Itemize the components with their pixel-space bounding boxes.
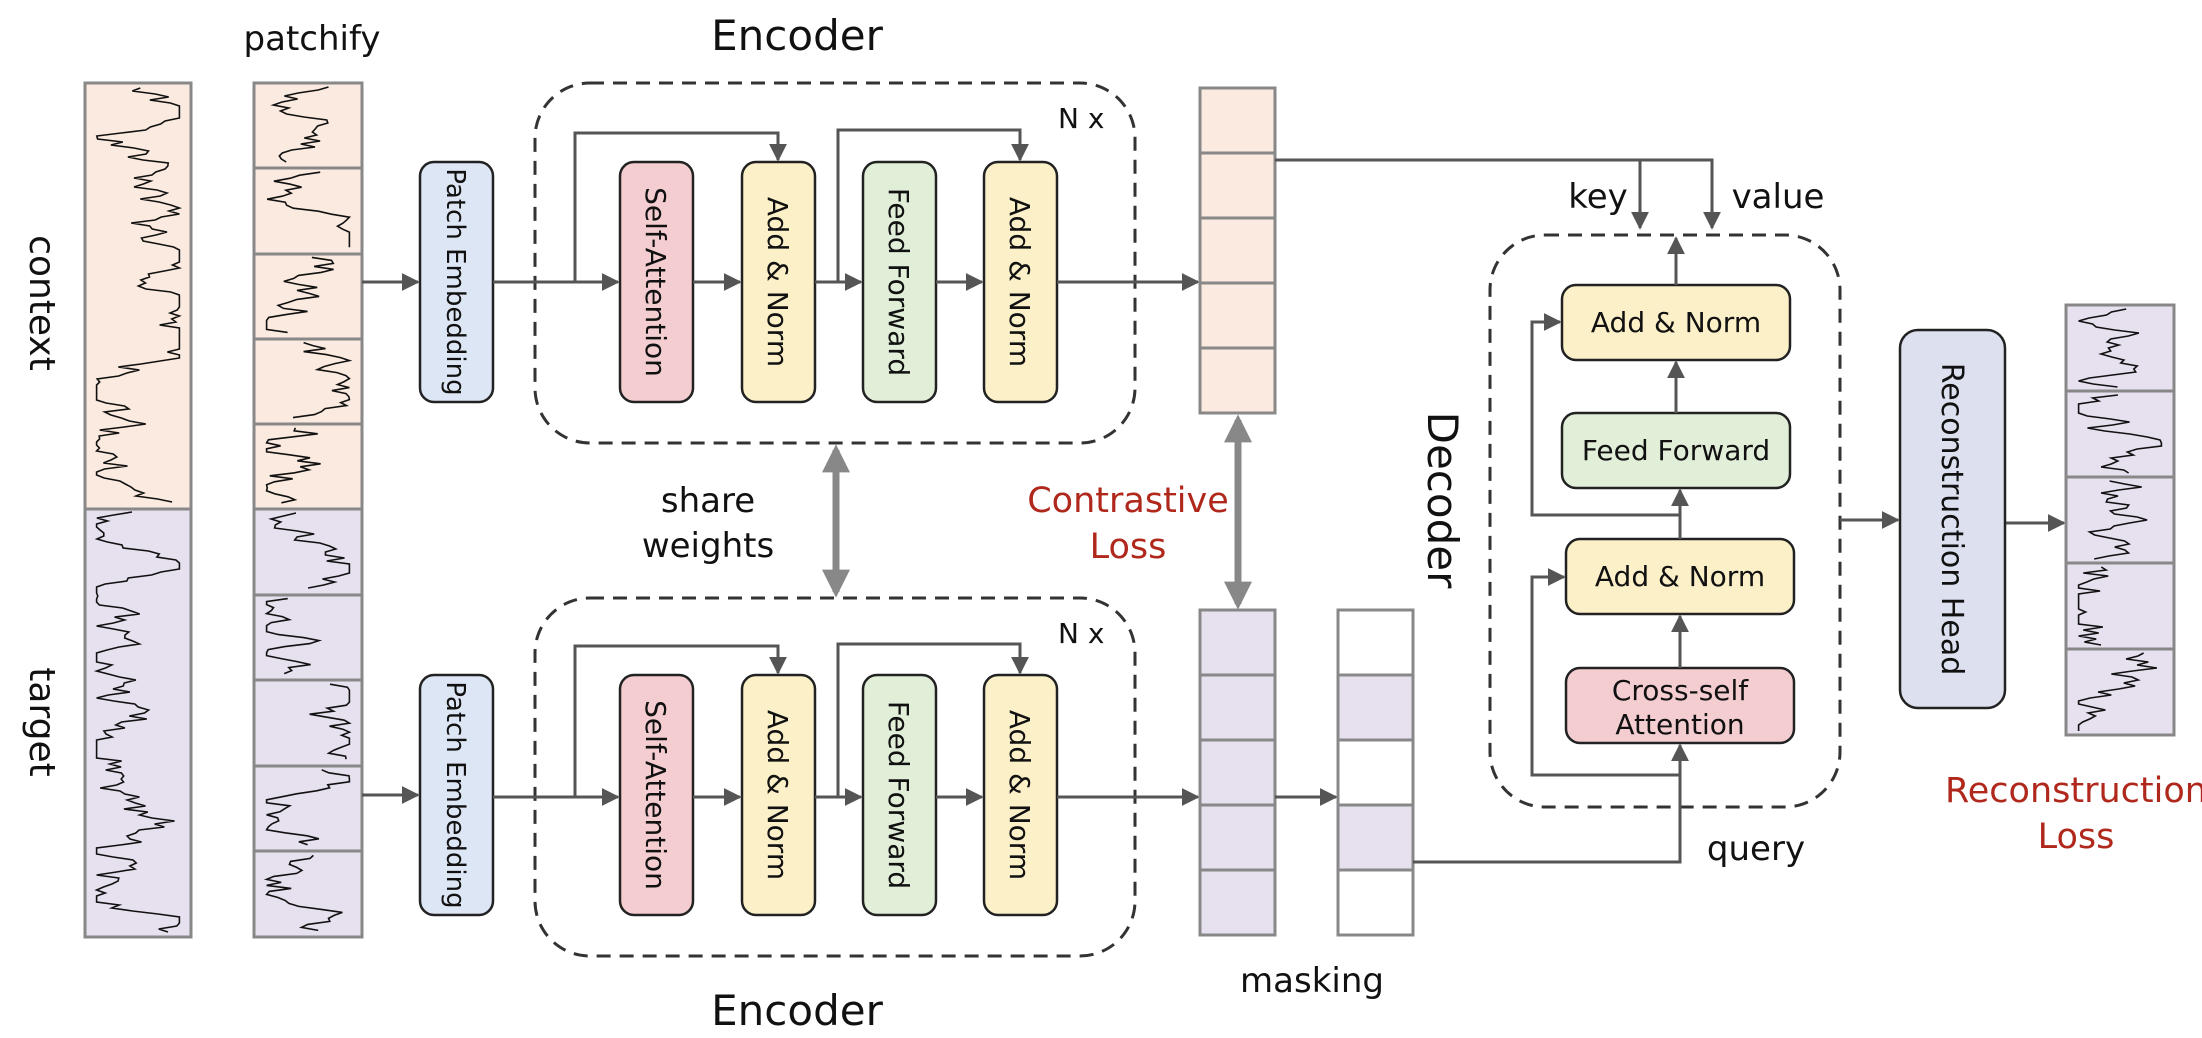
add-norm-top-2-label: Add & Norm — [1003, 197, 1036, 367]
decoder-title: Decoder — [1418, 412, 1467, 589]
patch-wave — [265, 427, 321, 504]
self-attention-bottom-label: Self-Attention — [639, 700, 672, 890]
patch-wave — [309, 683, 352, 760]
encoder-title-top: Encoder — [711, 11, 883, 60]
reconstruction-head — [1898, 328, 2007, 710]
patch-wave — [2077, 652, 2158, 731]
contrastive-loss-label-1: Contrastive — [1027, 481, 1229, 521]
patch-wave — [265, 769, 351, 846]
feed-forward-top-label: Feed Forward — [882, 188, 915, 376]
reconstruction-loss-label-2: Loss — [2038, 817, 2115, 857]
feed-forward-bottom-label: Feed Forward — [882, 701, 915, 889]
nx-label-bottom: N x — [1058, 617, 1104, 650]
masked-embeddings — [1336, 608, 1415, 937]
target-series-line — [93, 511, 181, 933]
target-series-box — [83, 507, 193, 939]
encoder-frame-top — [533, 81, 1137, 445]
patch-wave — [263, 854, 343, 932]
value-label: value — [1732, 177, 1825, 217]
output-patches — [2064, 303, 2176, 737]
target-label: target — [21, 667, 62, 776]
nx-label-top: N x — [1058, 102, 1104, 135]
patch-wave — [266, 171, 352, 248]
encoder-bottom-connections — [362, 642, 1200, 806]
add-norm-bottom-1 — [740, 673, 817, 917]
feed-forward-bottom — [861, 673, 938, 917]
encoder-top-connections — [362, 128, 1200, 291]
patch-wave — [292, 341, 353, 419]
patchify-label: patchify — [244, 19, 381, 59]
self-attention-bottom — [618, 673, 695, 917]
context-series-box — [83, 81, 193, 511]
patch-wave — [2078, 308, 2140, 388]
patch-wave — [268, 512, 351, 589]
add-norm-top-1-label: Add & Norm — [761, 197, 794, 367]
patch-wave — [265, 256, 335, 334]
output-waves — [2077, 308, 2163, 731]
self-attention-top-label: Self-Attention — [639, 187, 672, 377]
contrastive-loss-label-2: Loss — [1090, 527, 1167, 567]
decoder-connections — [1275, 158, 2066, 864]
add-norm-bottom-2 — [982, 673, 1059, 917]
key-label: key — [1568, 177, 1628, 217]
query-label: query — [1707, 829, 1805, 869]
encoder-title-bottom: Encoder — [711, 986, 883, 1035]
patch-wave — [264, 597, 323, 675]
reconstruction-loss-label-1: Reconstruction — [1945, 771, 2202, 811]
patch-embedding-bottom — [418, 673, 495, 917]
patch-wave — [270, 86, 329, 163]
patch-waves — [263, 86, 353, 932]
share-weights-label-2: weights — [642, 526, 774, 566]
patch-wave — [2077, 394, 2163, 474]
add-norm-bottom-1-label: Add & Norm — [761, 710, 794, 880]
context-embeddings — [1198, 86, 1277, 415]
context-series-line — [95, 87, 183, 503]
patch-wave — [2087, 480, 2148, 560]
share-weights-label-1: share — [661, 481, 755, 521]
target-embeddings — [1198, 608, 1277, 937]
context-patches — [252, 81, 364, 511]
patch-wave — [2077, 566, 2109, 646]
cross-self-attention-label-1: Cross-self — [1612, 674, 1749, 707]
add-norm-bottom-2-label: Add & Norm — [1003, 710, 1036, 880]
add-norm-decoder-bottom-label: Add & Norm — [1595, 560, 1765, 593]
masking-label: masking — [1240, 961, 1384, 1001]
cross-self-attention-label-2: Attention — [1615, 708, 1744, 741]
feed-forward-decoder-label: Feed Forward — [1582, 434, 1770, 467]
target-patches — [252, 507, 364, 939]
reconstruction-head-label: Reconstruction Head — [1934, 363, 1969, 676]
add-norm-decoder-top-label: Add & Norm — [1591, 306, 1761, 339]
patch-embedding-bottom-label: Patch Embedding — [440, 681, 470, 908]
patch-embedding-top-label: Patch Embedding — [440, 168, 470, 395]
encoder-frame-bottom — [533, 596, 1137, 958]
context-label: context — [21, 235, 62, 371]
